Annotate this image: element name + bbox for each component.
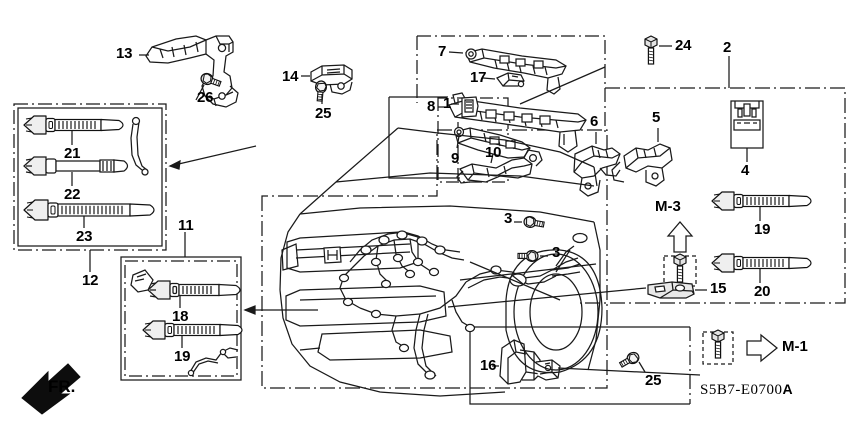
m1-arrow-icon bbox=[746, 333, 778, 363]
part-25a-bolt bbox=[313, 79, 328, 103]
callout-5: 5 bbox=[652, 109, 661, 126]
part-25b-bolt bbox=[617, 349, 642, 371]
callout-16: 16 bbox=[480, 357, 497, 374]
m1-bolt bbox=[711, 329, 725, 359]
m3-bolt bbox=[673, 253, 687, 283]
callout-20: 20 bbox=[754, 283, 771, 300]
group-frame-right bbox=[580, 87, 846, 304]
group-frame-center-car bbox=[261, 129, 608, 389]
callout-4: 4 bbox=[741, 162, 750, 179]
callout-25a: 25 bbox=[315, 105, 332, 122]
callout-6: 6 bbox=[590, 113, 599, 130]
callout-24: 24 bbox=[675, 37, 692, 54]
callout-23: 23 bbox=[76, 228, 93, 245]
part-16-bracket bbox=[492, 339, 561, 385]
part-1-connector bbox=[451, 96, 479, 118]
callout-7: 7 bbox=[438, 43, 447, 60]
part-21-tie bbox=[23, 115, 124, 135]
callout-1: 1 bbox=[443, 95, 452, 112]
callout-12: 12 bbox=[82, 272, 99, 289]
part-number-base: S5B7-E0700 bbox=[700, 382, 783, 398]
part-13-bracket bbox=[139, 35, 239, 108]
part-3b-bolt bbox=[517, 249, 539, 263]
group-frame-item8-outer bbox=[388, 96, 460, 179]
part-4-connector bbox=[730, 100, 764, 162]
group-frame-top-center bbox=[416, 35, 606, 132]
callout-15: 15 bbox=[710, 280, 727, 297]
callout-10: 10 bbox=[485, 144, 502, 161]
group-frame-12 bbox=[13, 103, 167, 251]
part-24-bolt bbox=[644, 35, 658, 65]
part-6-holder bbox=[573, 132, 621, 197]
fr-arrow-icon bbox=[21, 363, 81, 415]
callout-11: 11 bbox=[178, 217, 194, 234]
part-9-holder bbox=[453, 126, 531, 159]
m3-arrow-icon bbox=[666, 221, 694, 253]
group-frame-11 bbox=[120, 256, 242, 381]
pointer-arrow-12 bbox=[168, 145, 257, 170]
orientation-label: FR. bbox=[48, 377, 76, 396]
leader-car-b bbox=[469, 261, 561, 301]
part-20-tie bbox=[711, 253, 812, 273]
callout-14: 14 bbox=[282, 68, 299, 85]
engine-wire-harness bbox=[338, 230, 581, 380]
group-frame-12-inner bbox=[17, 107, 163, 247]
part-number-suffix: A bbox=[782, 381, 794, 397]
leader-26 bbox=[195, 84, 205, 101]
part-19b-tie bbox=[711, 191, 812, 211]
part-17-clip bbox=[482, 72, 525, 88]
callout-21: 21 bbox=[64, 145, 81, 162]
callout-19b: 19 bbox=[754, 221, 771, 238]
leader-16-to-m1bolt bbox=[557, 367, 701, 376]
callout-13: 13 bbox=[116, 45, 133, 62]
part-23-tie bbox=[23, 199, 155, 221]
part-14-bracket bbox=[301, 64, 353, 95]
callout-26: 26 bbox=[197, 89, 214, 106]
part-19a-tie bbox=[142, 320, 243, 340]
part-7-holder bbox=[448, 48, 567, 95]
leader-15-to-car bbox=[447, 287, 647, 308]
part-15-clamp bbox=[647, 281, 707, 299]
pointer-arrow-11 bbox=[243, 305, 318, 315]
part-22-tie bbox=[23, 156, 129, 176]
group-frame-11-dash bbox=[124, 260, 238, 377]
callout-18: 18 bbox=[172, 308, 189, 325]
wire-loop-12 bbox=[130, 116, 149, 176]
diagram-part-number: S5B7-E0700A bbox=[700, 381, 793, 399]
car-illustration bbox=[279, 127, 603, 397]
group-frame-item8 bbox=[437, 97, 509, 183]
callout-17: 17 bbox=[470, 69, 487, 86]
callout-3b: 3 bbox=[552, 244, 561, 261]
marker-m3-label: M-3 bbox=[655, 198, 681, 215]
wire-sketch-11 bbox=[187, 347, 239, 377]
callout-8: 8 bbox=[427, 98, 436, 115]
part-5-holder bbox=[611, 128, 673, 187]
leader-24-to-box bbox=[519, 66, 606, 105]
callout-22: 22 bbox=[64, 186, 81, 203]
callout-3a: 3 bbox=[504, 210, 513, 227]
callout-9: 9 bbox=[451, 150, 460, 167]
part-18-tie bbox=[147, 280, 241, 300]
marker-m1-label: M-1 bbox=[782, 338, 808, 355]
part-18-head bbox=[130, 269, 154, 293]
part-3a-bolt bbox=[522, 215, 546, 231]
leader-25b bbox=[638, 361, 646, 373]
callout-19a: 19 bbox=[174, 348, 191, 365]
callout-2: 2 bbox=[723, 39, 732, 56]
callout-25b: 25 bbox=[645, 372, 662, 389]
